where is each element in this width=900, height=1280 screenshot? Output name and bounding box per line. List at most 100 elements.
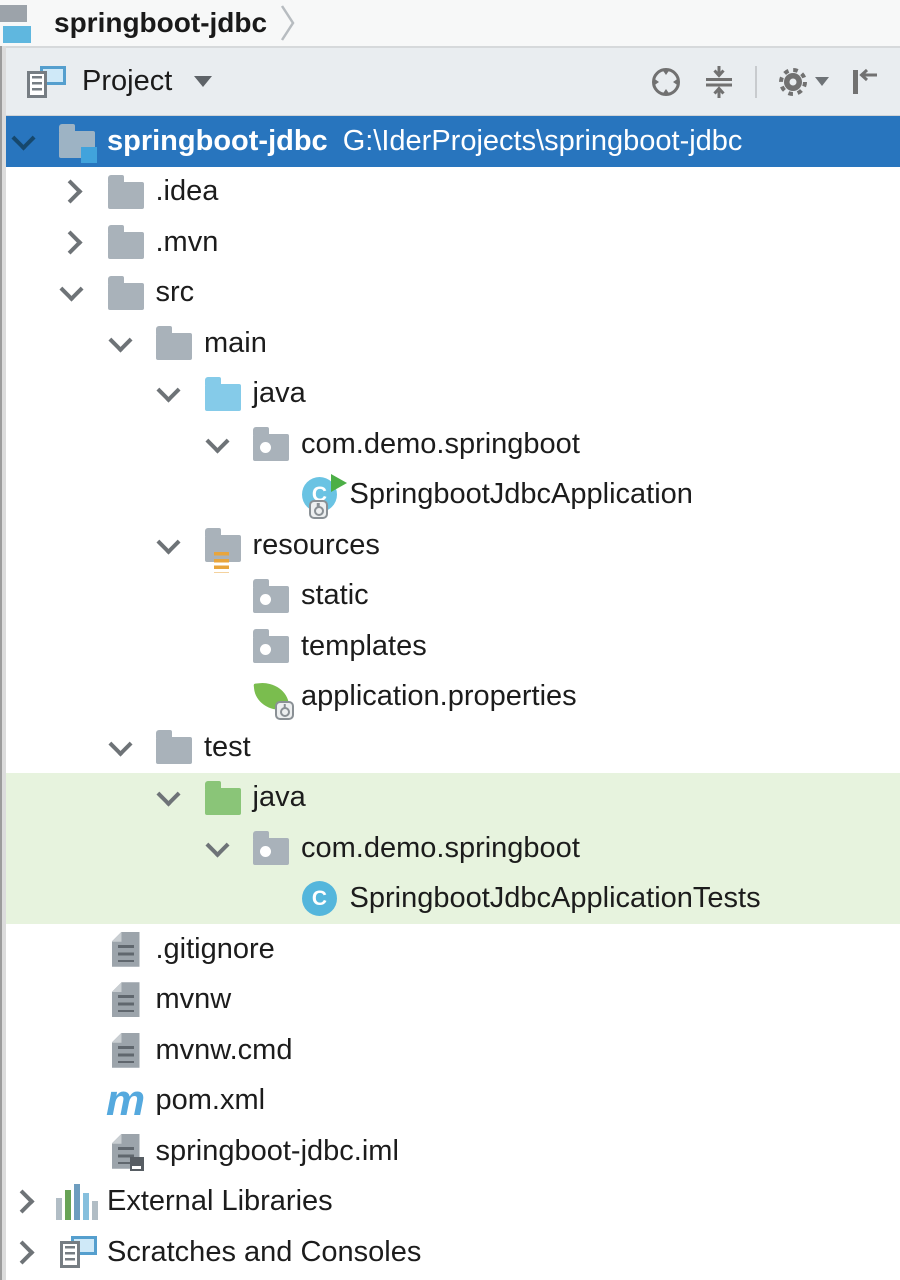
folder-icon bbox=[154, 727, 194, 767]
tree-row[interactable]: .idea bbox=[0, 167, 900, 218]
tree-item-label: pom.xml bbox=[155, 1084, 266, 1117]
text-file-icon bbox=[106, 1030, 146, 1070]
chevron-right-icon[interactable] bbox=[9, 1189, 35, 1214]
tree-item-label: src bbox=[155, 276, 195, 309]
folder-icon bbox=[154, 323, 194, 363]
scratches-icon bbox=[57, 1232, 97, 1272]
tree-item-label: .gitignore bbox=[155, 932, 275, 965]
folder-icon bbox=[106, 222, 146, 262]
project-breadcrumb-icon bbox=[0, 0, 34, 46]
breadcrumb-project-name[interactable]: springboot-jdbc bbox=[54, 7, 268, 38]
tree-row[interactable]: static bbox=[0, 571, 900, 622]
text-file-icon bbox=[106, 980, 146, 1020]
tree-item-label: mvnw.cmd bbox=[155, 1033, 293, 1066]
libraries-icon bbox=[56, 1182, 98, 1222]
tree-item-label: springboot-jdbc.iml bbox=[155, 1134, 399, 1167]
tree-row[interactable]: springboot-jdbc.iml bbox=[0, 1126, 900, 1177]
project-toolwindow-header: Project bbox=[0, 48, 900, 116]
chevron-down-icon[interactable] bbox=[107, 732, 133, 757]
tree-item-label: com.demo.springboot bbox=[301, 831, 580, 864]
tree-item-label: static bbox=[301, 579, 369, 612]
panel-toolbar bbox=[649, 65, 880, 99]
chevron-down-icon[interactable] bbox=[156, 782, 181, 807]
tree-row[interactable]: test bbox=[0, 722, 900, 773]
hide-icon bbox=[853, 68, 877, 94]
chevron-down-icon[interactable] bbox=[194, 76, 213, 87]
project-folder-icon bbox=[57, 121, 97, 164]
tree-row[interactable]: com.demo.springboot bbox=[0, 823, 900, 874]
tree-row[interactable]: External Libraries bbox=[0, 1177, 900, 1228]
chevron-right-icon[interactable] bbox=[58, 179, 84, 204]
project-view-selector[interactable]: Project bbox=[82, 65, 173, 97]
module-file-icon bbox=[106, 1131, 146, 1172]
tree-row[interactable]: templates bbox=[0, 621, 900, 672]
tree-item-label: com.demo.springboot bbox=[301, 427, 580, 460]
package-folder-icon bbox=[251, 576, 291, 616]
text-file-icon bbox=[106, 929, 146, 969]
tree-item-label: mvnw bbox=[155, 983, 232, 1016]
maven-file-icon: m bbox=[105, 1075, 146, 1125]
tree-item-label: main bbox=[204, 326, 267, 359]
tree-row[interactable]: springboot-jdbc G:\IderProjects\springboo… bbox=[0, 116, 900, 167]
tree-item-label: External Libraries bbox=[107, 1185, 333, 1218]
tree-row[interactable]: com.demo.springboot bbox=[0, 419, 900, 470]
chevron-down-icon[interactable] bbox=[204, 429, 230, 454]
package-folder-icon bbox=[251, 424, 291, 464]
collapse-all-button[interactable] bbox=[702, 65, 736, 99]
chevron-right-icon[interactable] bbox=[9, 1240, 35, 1265]
gear-icon bbox=[779, 67, 807, 96]
resources-folder-icon bbox=[203, 525, 243, 574]
tree-row[interactable]: Scratches and Consoles bbox=[0, 1227, 900, 1278]
tree-row[interactable]: java bbox=[0, 772, 900, 823]
tree-row[interactable]: C SpringbootJdbcApplicationTests bbox=[0, 873, 900, 924]
breadcrumb: springboot-jdbc bbox=[0, 0, 900, 48]
chevron-down-icon[interactable] bbox=[107, 328, 133, 353]
tree-item-label: springboot-jdbc bbox=[107, 124, 328, 157]
chevron-right-icon[interactable] bbox=[58, 230, 84, 255]
tree-row[interactable]: mvnw bbox=[0, 975, 900, 1026]
tree-item-label: application.properties bbox=[301, 680, 577, 713]
tree-row[interactable]: src bbox=[0, 268, 900, 319]
package-folder-icon bbox=[251, 626, 291, 666]
folder-icon bbox=[106, 273, 146, 313]
collapse-all-icon bbox=[706, 65, 732, 98]
project-tree: springboot-jdbc G:\IderProjects\springboo… bbox=[0, 116, 900, 1278]
project-view-icon bbox=[24, 62, 66, 102]
springboot-class-icon: C bbox=[300, 473, 347, 519]
settings-gear-button[interactable] bbox=[776, 65, 829, 99]
tree-item-label: SpringbootJdbcApplication bbox=[349, 478, 693, 511]
tree-row[interactable]: .gitignore bbox=[0, 924, 900, 975]
chevron-down-icon bbox=[815, 77, 829, 86]
tree-row[interactable]: java bbox=[0, 369, 900, 420]
locate-icon bbox=[652, 67, 680, 96]
folder-icon bbox=[106, 172, 146, 212]
tree-item-label: SpringbootJdbcApplicationTests bbox=[349, 882, 761, 915]
package-folder-icon bbox=[251, 828, 291, 868]
tree-row[interactable]: m pom.xml bbox=[0, 1076, 900, 1127]
chevron-down-icon[interactable] bbox=[59, 277, 84, 302]
chevron-down-icon[interactable] bbox=[204, 833, 230, 858]
tree-item-label: resources bbox=[252, 528, 380, 561]
test-folder-icon bbox=[203, 778, 243, 818]
tree-item-label: test bbox=[204, 730, 251, 763]
tree-row[interactable]: mvnw.cmd bbox=[0, 1025, 900, 1076]
tree-row[interactable]: resources bbox=[0, 520, 900, 574]
hide-panel-button[interactable] bbox=[848, 65, 880, 99]
chevron-down-icon[interactable] bbox=[10, 126, 36, 151]
tree-item-label: .mvn bbox=[155, 225, 219, 258]
toolwindow-left-border[interactable] bbox=[0, 46, 6, 1280]
project-path-label: G:\IderProjects\springboot-jdbc bbox=[342, 124, 743, 157]
tree-row[interactable]: application.properties bbox=[0, 672, 900, 723]
class-icon: C bbox=[300, 879, 340, 919]
tree-item-label: java bbox=[252, 377, 306, 410]
chevron-down-icon[interactable] bbox=[156, 530, 181, 555]
tree-row[interactable]: .mvn bbox=[0, 217, 900, 268]
chevron-down-icon[interactable] bbox=[156, 378, 181, 403]
spring-config-icon bbox=[251, 677, 294, 720]
tree-item-label: java bbox=[252, 781, 306, 814]
select-opened-file-button[interactable] bbox=[649, 65, 683, 99]
tree-item-label: Scratches and Consoles bbox=[107, 1235, 422, 1268]
breadcrumb-chevron-icon bbox=[279, 2, 297, 44]
tree-row[interactable]: main bbox=[0, 318, 900, 369]
